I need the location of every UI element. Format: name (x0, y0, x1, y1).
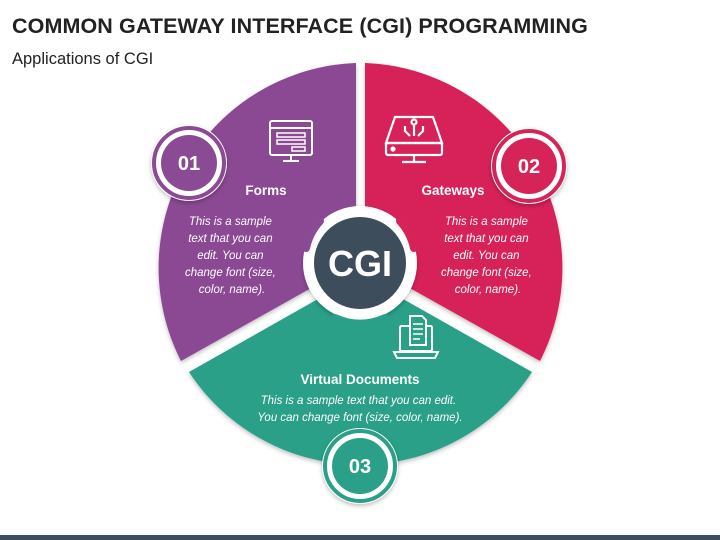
laptop-document-icon (392, 315, 440, 359)
number-badge-03: 03 (322, 428, 398, 504)
hub-arc-teal (331, 314, 389, 328)
number-03: 03 (349, 456, 371, 478)
number-badge-02: 02 (491, 128, 567, 204)
gateway-router-icon (384, 115, 444, 164)
desc-line: color, name). (199, 284, 265, 296)
segment-desc-gateways: This is a sample text that you can edit.… (441, 216, 535, 296)
segment-virtual-documents (189, 299, 532, 465)
desc-line: edit. You can (197, 250, 263, 262)
number-01: 01 (178, 153, 200, 175)
desc-line: This is a sample text that you can edit. (261, 395, 457, 407)
desc-line: You can change font (size, color, name). (257, 412, 462, 424)
desc-line: change font (size, (441, 267, 532, 279)
page-title: COMMON GATEWAY INTERFACE (CGI) PROGRAMMI… (12, 14, 588, 38)
center-hub: CGI (302, 206, 418, 328)
segment-title-forms: Forms (245, 183, 286, 198)
segment-title-gateways: Gateways (421, 183, 484, 198)
desc-line: This is a sample (445, 216, 528, 228)
segment-desc-virtual-documents: This is a sample text that you can edit.… (257, 395, 462, 424)
number-badge-01: 01 (151, 125, 227, 201)
bottom-bar (0, 535, 720, 540)
desc-line: text that you can (444, 233, 528, 245)
segment-title-virtual-documents: Virtual Documents (300, 372, 419, 387)
center-label: CGI (328, 243, 392, 284)
segment-desc-forms: This is a sample text that you can edit.… (185, 216, 279, 296)
desc-line: This is a sample (189, 216, 272, 228)
form-icon (269, 120, 313, 162)
page-subtitle: Applications of CGI (12, 50, 154, 68)
hub-arc-purple (302, 217, 324, 252)
hub-arc-magenta (396, 217, 418, 252)
desc-line: change font (size, (185, 267, 276, 279)
desc-line: color, name). (455, 284, 521, 296)
desc-line: text that you can (188, 233, 272, 245)
desc-line: edit. You can (453, 250, 519, 262)
number-02: 02 (518, 156, 540, 178)
